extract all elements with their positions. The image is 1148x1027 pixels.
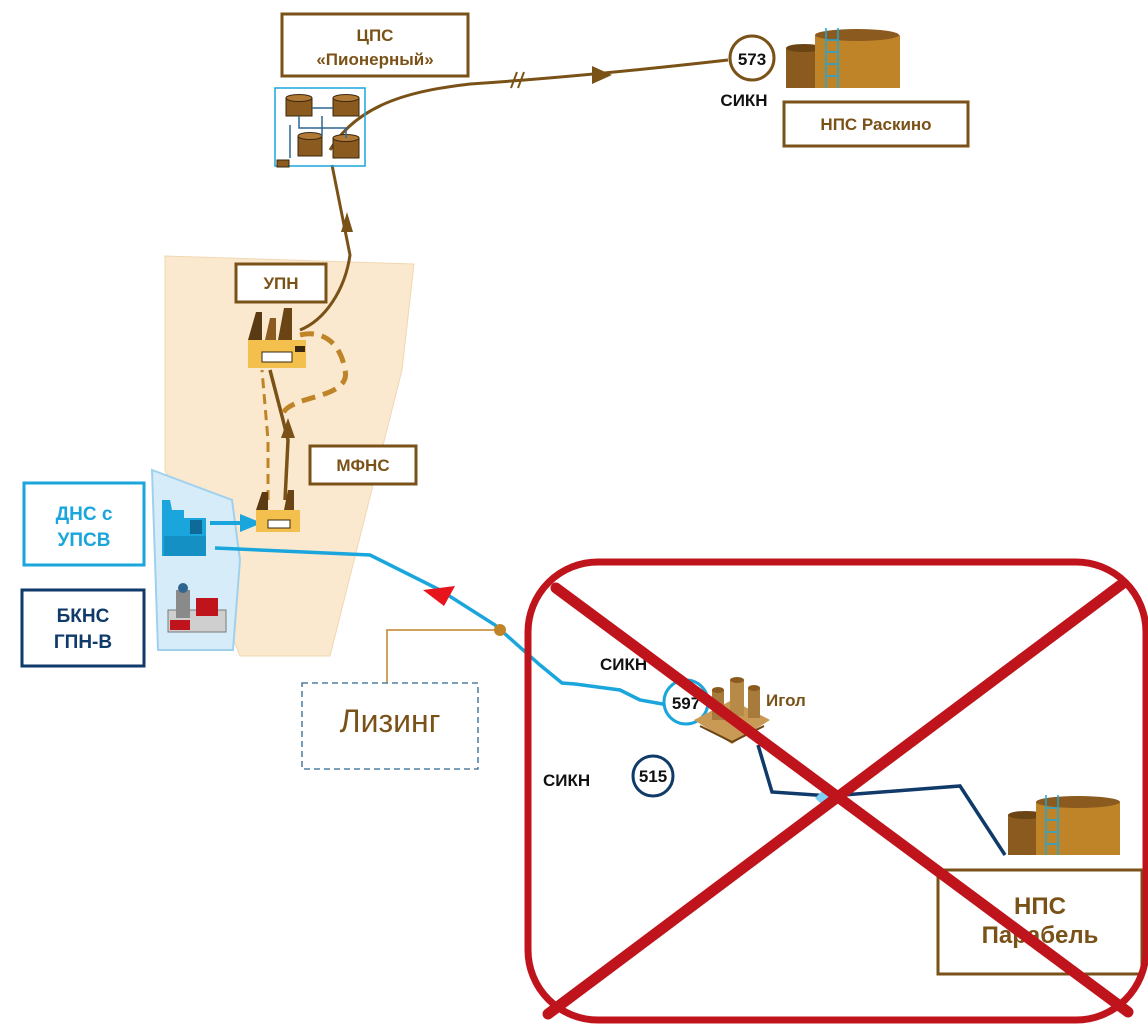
sikn-515-label: СИКН	[543, 771, 590, 790]
storage-tank-icon-parabel	[1008, 795, 1120, 855]
nps-parabel-line1: НПС	[1014, 893, 1066, 920]
sikn-515-number: 515	[639, 767, 667, 786]
nps-raskino-label: НПС Раскино	[820, 115, 931, 134]
dns-label-line1: ДНС с	[56, 504, 113, 525]
sikn-573-label: СИКН	[720, 91, 767, 110]
leasing-callout-dot	[494, 624, 506, 636]
cps-label-line1: ЦПС	[357, 26, 394, 45]
mfns-label: МФНС	[336, 456, 389, 475]
bkns-label-line2: ГПН-В	[54, 632, 112, 653]
leasing-label: Лизинг	[340, 703, 441, 739]
tank-farm-icon	[275, 88, 365, 167]
bkns-label-line1: БКНС	[57, 606, 110, 627]
igol-label: Игол	[766, 691, 806, 710]
sikn-573-number: 573	[738, 50, 766, 69]
storage-tank-icon-raskino	[786, 28, 900, 88]
bkns-label-box	[22, 590, 144, 666]
upn-label: УПН	[263, 274, 298, 293]
cps-label-line2: «Пионерный»	[316, 50, 433, 69]
dns-label-line2: УПСВ	[58, 530, 111, 551]
leasing-callout-line	[387, 630, 498, 683]
flow-arrow-cps-raskino	[592, 66, 612, 84]
sikn-597-label: СИКН	[600, 655, 647, 674]
